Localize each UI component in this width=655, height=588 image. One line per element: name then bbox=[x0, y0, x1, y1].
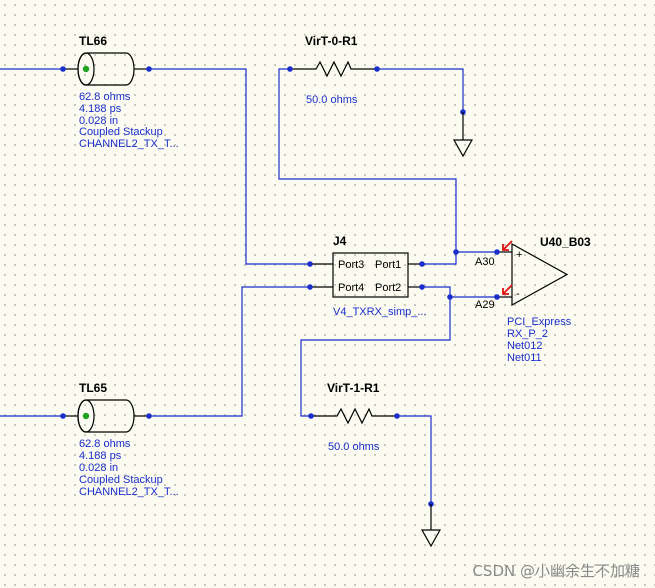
tl65-stackup: Coupled Stackup bbox=[79, 474, 163, 486]
tl66-impedance: 62.8 ohms bbox=[79, 91, 131, 103]
tl65-channel: CHANNEL2_TX_T... bbox=[79, 486, 179, 498]
tl66-transmission-line[interactable] bbox=[60, 52, 152, 86]
u40-net-b: Net011 bbox=[507, 352, 542, 364]
wire-tl66-out[interactable] bbox=[149, 68, 310, 265]
ground-icon bbox=[420, 501, 442, 548]
j4-connector[interactable] bbox=[307, 252, 425, 298]
tl65-ref: TL65 bbox=[79, 381, 107, 395]
wires bbox=[0, 68, 497, 504]
virt1-resistor[interactable] bbox=[308, 407, 400, 425]
j4-model: V4_TXRX_simp_... bbox=[333, 306, 427, 318]
u40-pin-a30: A30 bbox=[475, 256, 495, 268]
wire-virt1-to-ground[interactable] bbox=[397, 415, 432, 504]
tl65-delay: 4.188 ps bbox=[79, 450, 122, 462]
wire-tl65-to-j4-port4[interactable] bbox=[149, 286, 310, 417]
u40-standard: PCI_Express bbox=[507, 316, 572, 328]
wire-virt0-to-ground[interactable] bbox=[377, 68, 464, 112]
u40-pin-a29: A29 bbox=[475, 299, 495, 311]
virt0-resistor[interactable] bbox=[287, 60, 380, 78]
tl65-transmission-line[interactable] bbox=[60, 399, 152, 433]
wire-virt0-loop[interactable] bbox=[278, 68, 457, 252]
virt0-value: 50.0 ohms bbox=[306, 94, 358, 106]
tl66-stackup: Coupled Stackup bbox=[79, 126, 163, 138]
u40-minus-sign: - bbox=[516, 288, 520, 300]
virt1-value: 50.0 ohms bbox=[328, 441, 380, 453]
junction-dot bbox=[447, 294, 453, 300]
u40-ref: U40_B03 bbox=[540, 235, 591, 249]
u40-properties: PCI_Express RX_P_2 Net012 Net011 bbox=[507, 316, 572, 364]
j4-port3-label: Port3 bbox=[338, 259, 364, 271]
tl66-delay: 4.188 ps bbox=[79, 103, 122, 115]
j4-ref: J4 bbox=[333, 234, 347, 248]
tl66-length: 0.028 in bbox=[79, 115, 118, 127]
probe-marker-icon[interactable] bbox=[502, 284, 513, 295]
u40-receiver[interactable] bbox=[494, 242, 569, 307]
junction-dot bbox=[453, 249, 459, 255]
tl66-properties: 62.8 ohms 4.188 ps 0.028 in Coupled Stac… bbox=[79, 91, 179, 150]
j4-port2-label: Port2 bbox=[375, 282, 401, 294]
ground-icon bbox=[452, 109, 474, 158]
wire-port2-to-a29[interactable] bbox=[422, 286, 497, 298]
virt0-ref: VirT-0-R1 bbox=[305, 34, 358, 48]
wire-port1-to-a30[interactable] bbox=[422, 251, 497, 265]
u40-plus-sign: + bbox=[516, 249, 522, 261]
u40-pin-name: RX_P_2 bbox=[507, 328, 548, 340]
tl65-properties: 62.8 ohms 4.188 ps 0.028 in Coupled Stac… bbox=[79, 438, 179, 498]
tl65-length: 0.028 in bbox=[79, 462, 118, 474]
tl66-channel: CHANNEL2_TX_T... bbox=[79, 138, 179, 150]
j4-port4-label: Port4 bbox=[338, 282, 364, 294]
watermark: CSDN @小幽余生不加糖 bbox=[472, 562, 640, 580]
u40-net-a: Net012 bbox=[507, 340, 542, 352]
tl65-impedance: 62.8 ohms bbox=[79, 438, 131, 450]
wire-port2-to-virt1[interactable] bbox=[300, 297, 451, 417]
probe-marker-icon[interactable] bbox=[502, 240, 513, 251]
j4-port1-label: Port1 bbox=[375, 259, 401, 271]
tl66-ref: TL66 bbox=[79, 34, 107, 48]
virt1-ref: VirT-1-R1 bbox=[327, 381, 380, 395]
